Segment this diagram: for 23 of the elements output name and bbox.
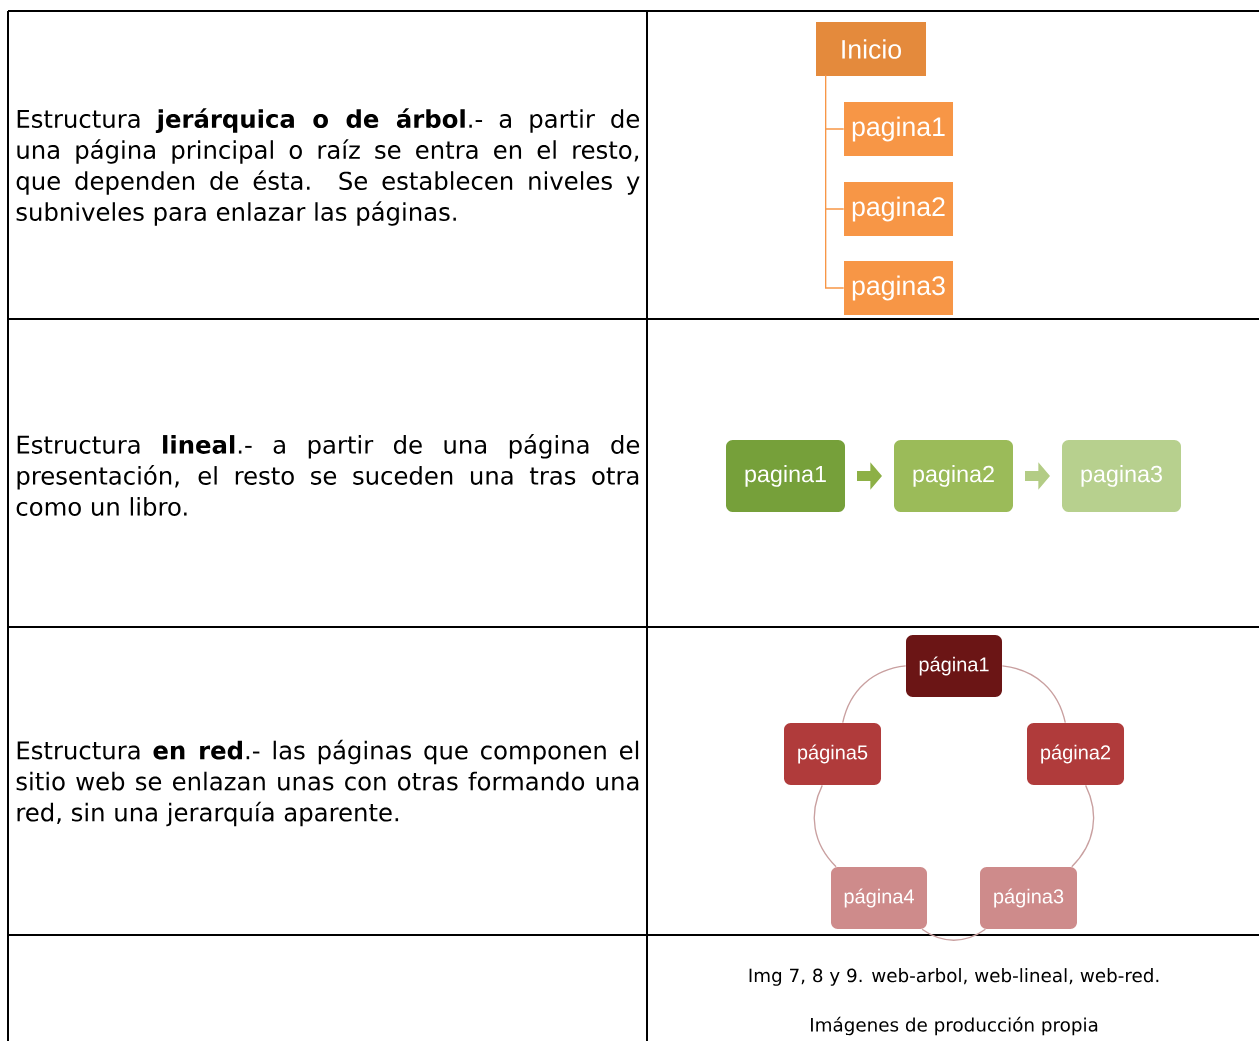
page-box: pagina3 [1062,440,1181,512]
page-box: pagina2 [844,182,953,236]
description-text: Estructura en red.- las páginas que componen el sitio web se enlazan unas con otras formando una red, sin una jerarquía aparente. [16,739,639,827]
page-box: pagina3 [844,261,953,315]
page-box: página4 [831,867,927,929]
connector-arc [1001,665,1066,724]
page-box: página3 [980,867,1077,929]
connector-arc [1071,784,1095,868]
caption-text: Img 7, 8 y 9. web-arbol, web-lineal, web-red. [749,968,1159,986]
description-text: Estructura lineal.- a partir de una página de presentación, el resto se suceden una tras otra como un libro. [16,434,640,516]
page-box: página1 [906,635,1002,697]
tree-connector [825,74,845,289]
page-box: página2 [1027,723,1124,785]
page-box: Inicio [816,22,926,76]
page-box: pagina1 [844,102,953,156]
page-box: pagina1 [726,440,845,512]
connector-arc [813,784,837,868]
page-box: pagina2 [894,440,1013,512]
connector-arc [842,665,907,724]
page-box: página5 [784,723,881,785]
caption-text: Imágenes de producción propia [811,1016,1098,1036]
connector-arc [921,928,987,941]
description-text: Estructura jerárquica o de árbol.- a partir de una página principal o raíz se entra en el resto, que dependen de ésta. Se establecen niveles y subniveles para enlazar las páginas. [16,108,640,226]
